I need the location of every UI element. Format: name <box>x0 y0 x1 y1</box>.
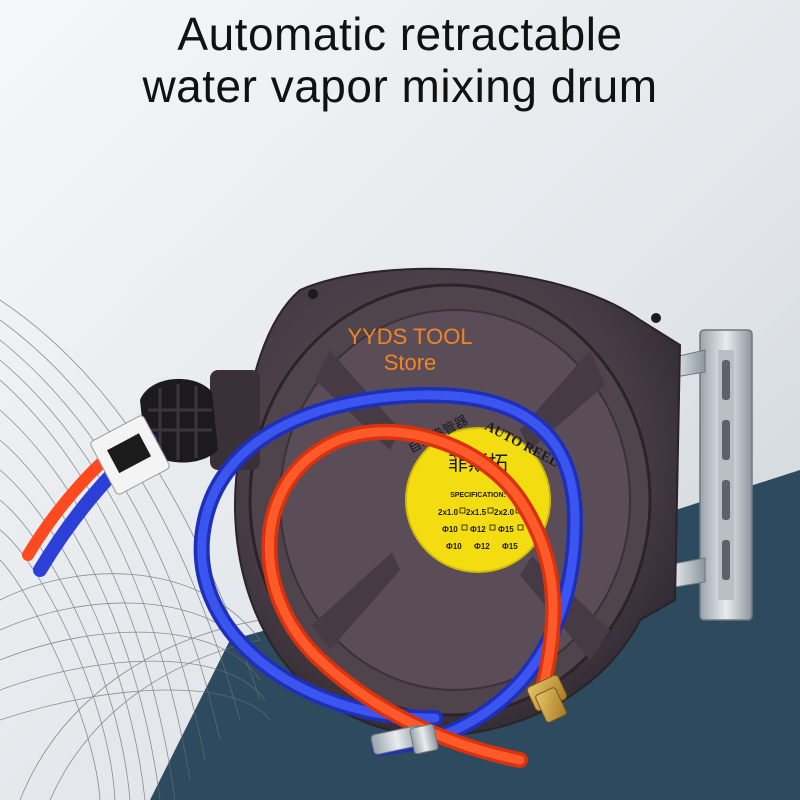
watermark-line-2: Store <box>383 350 437 375</box>
blue-hose <box>193 386 584 756</box>
spec-cell: Ф10 <box>442 525 458 534</box>
spec-cell: Ф12 <box>474 542 490 551</box>
headline-line-2: water vapor mixing drum <box>142 60 658 112</box>
spec-cell: Ф10 <box>446 542 462 551</box>
label-spec-title: SPECIFICATION: <box>450 492 506 499</box>
reel-label: 菲斯拓 自动卷管器 AUTO REEL SPECIFICATION: 2x1.0… <box>405 412 561 573</box>
spec-cell: 2x1.5 <box>466 508 487 517</box>
spec-cell: Ф12 <box>470 525 486 534</box>
mounting-bracket <box>639 329 753 621</box>
watermark-line-1: YYDS TOOL <box>347 324 473 349</box>
spec-cell: 2x1.0 <box>438 508 459 517</box>
quick-coupler-fitting <box>370 723 439 755</box>
brass-fitting <box>526 674 568 723</box>
spec-cell: Ф15 <box>498 525 514 534</box>
inlet-hose <box>22 415 170 577</box>
store-watermark: YYDS TOOL Store <box>300 324 520 376</box>
headline-line-1: Automatic retractable <box>177 8 623 60</box>
spec-cell: 2x2.0 <box>494 508 515 517</box>
headline: Automatic retractable water vapor mixing… <box>0 8 800 112</box>
spec-cell: Ф15 <box>502 542 518 551</box>
orange-hose <box>261 423 562 768</box>
